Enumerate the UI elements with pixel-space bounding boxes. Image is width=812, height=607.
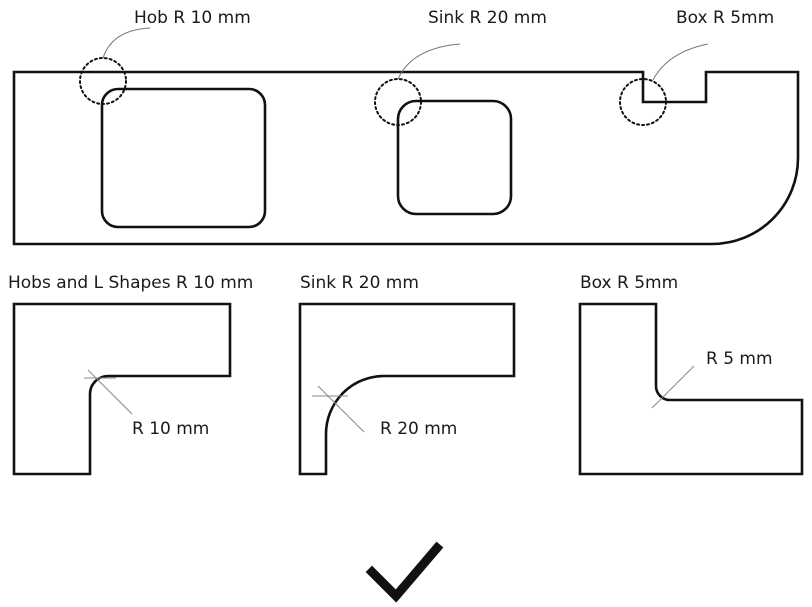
hobs-l-shape-outline [12,302,232,476]
hobs-radius-label: R 10 mm [132,419,209,439]
worktop-outline [12,70,800,246]
hobs-detail-title: Hobs and L Shapes R 10 mm [8,273,253,293]
box-detail-title: Box R 5mm [580,273,678,293]
box-shape-outline [578,302,804,476]
box-radius-leader [651,365,695,409]
hobs-radius-cross-d [87,369,133,415]
sink-leader-line [397,43,461,80]
checkmark-stroke [365,541,444,603]
box-radius-label: R 5 mm [706,349,773,369]
worktop-diagram: Hob R 10 mm Sink R 20 mm Box R 5mm [12,8,800,246]
sink-callout-label: Sink R 20 mm [428,8,547,28]
sink-cutout [396,99,513,216]
sink-detail: Sink R 20 mm R 20 mm [298,273,516,476]
sink-shape-outline [298,302,516,476]
sink-radius-cross-d [317,385,365,433]
hob-leader-line [102,27,151,59]
checkmark-icon [365,541,444,603]
sink-detail-title: Sink R 20 mm [300,273,419,293]
box-corner-highlight [619,78,667,126]
box-detail: Box R 5mm R 5 mm [578,273,804,476]
hobs-detail: Hobs and L Shapes R 10 mm R 10 mm [8,273,253,476]
box-leader-line [652,43,709,81]
hob-callout-label: Hob R 10 mm [134,8,251,28]
box-callout-label: Box R 5mm [676,8,774,28]
hob-cutout [100,87,267,229]
sink-radius-label: R 20 mm [380,419,457,439]
